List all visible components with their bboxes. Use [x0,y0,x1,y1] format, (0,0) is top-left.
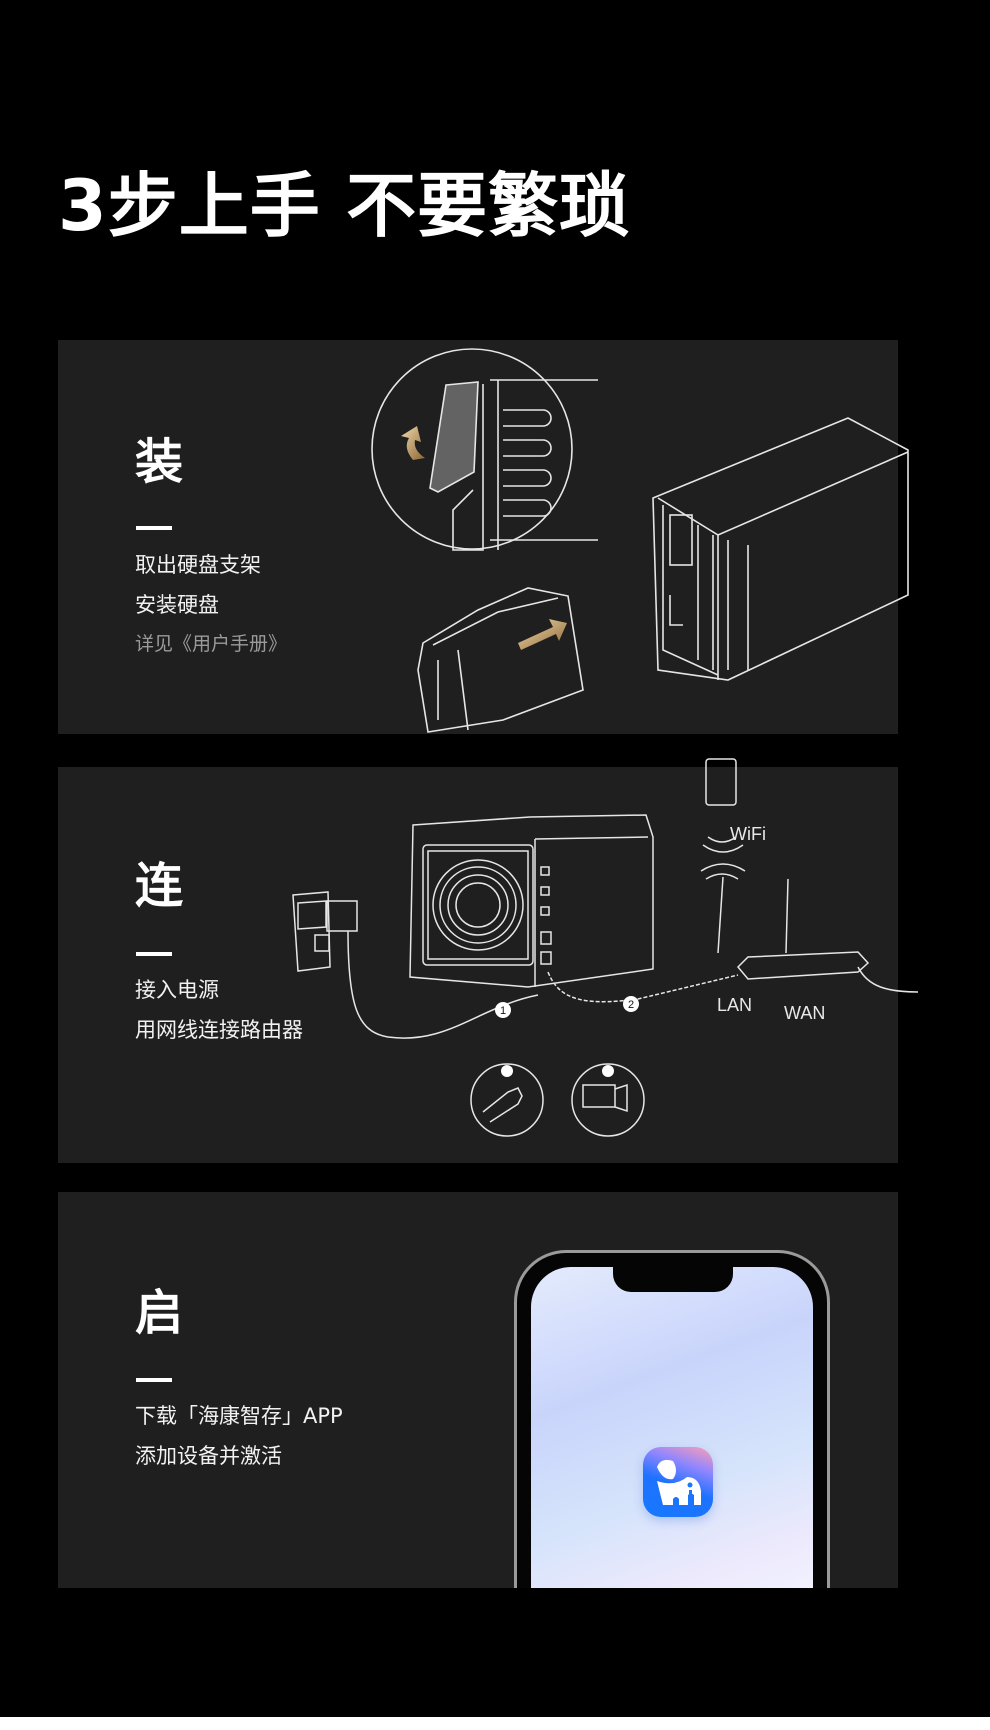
step-text-line: 下载「海康智存」APP [135,1404,343,1428]
step-divider [136,1378,172,1382]
step-panel-install: 装 取出硬盘支架 安装硬盘 详见《用户手册》 [58,340,909,734]
step-panel-connect: 连 接入电源 用网线连接路由器 [58,758,919,1163]
step-heading: 装 [135,434,184,490]
connect-network-illustration: 1 2 [292,758,919,1137]
callout-2: 2 [628,999,634,1011]
wifi-label: WiFi [730,824,766,844]
elephant-app-icon[interactable] [643,1447,713,1517]
step-text-line: 添加设备并激活 [135,1444,282,1468]
install-drive-illustration [371,348,909,733]
step-note: 详见《用户手册》 [135,633,288,655]
phone-illustration [514,1250,830,1588]
step-divider [136,526,172,530]
step-text-line: 安装硬盘 [135,593,219,617]
phone-screen [531,1266,813,1588]
step-text-line: 接入电源 [135,978,219,1002]
phone-notch [613,1266,733,1292]
callout-1: 1 [500,1005,506,1017]
step-divider [136,952,172,956]
step-heading: 启 [135,1285,184,1341]
bottom-strip [0,1717,990,1730]
lan-label: LAN [717,995,753,1015]
step-text-line: 取出硬盘支架 [135,553,261,577]
page-title: 3步上手 不要繁琐 [58,165,631,247]
step-text-line: 用网线连接路由器 [135,1018,303,1042]
step-heading: 连 [135,858,184,914]
step-panel-activate: 启 下载「海康智存」APP 添加设备并激活 [58,1192,898,1588]
wan-label: WAN [784,1003,826,1023]
